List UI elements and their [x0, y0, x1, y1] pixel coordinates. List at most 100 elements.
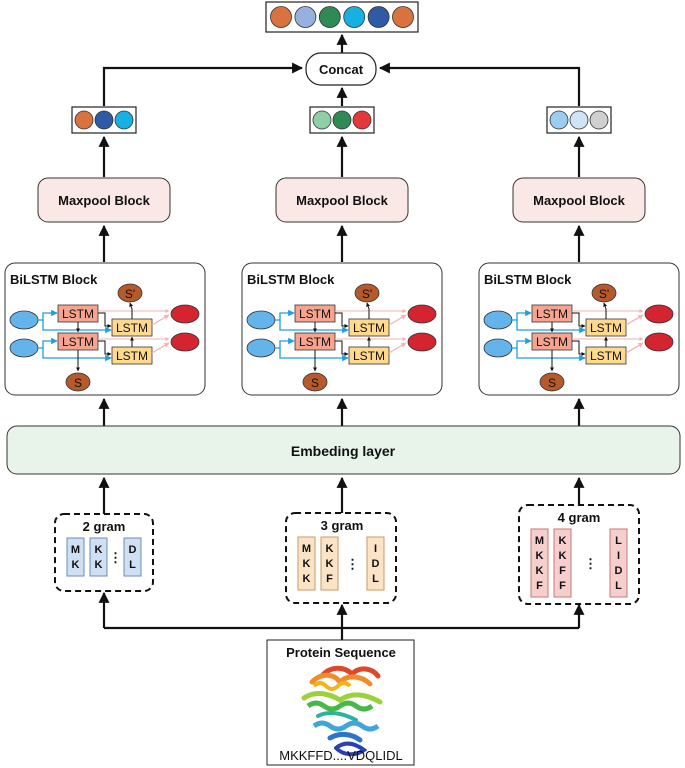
- lstm-label: LSTM: [299, 307, 331, 321]
- output-node: [407, 304, 437, 324]
- fwd-to-output-arrow: [151, 342, 170, 354]
- maxpool-block: [512, 177, 646, 223]
- pooled-vector-cell: [549, 110, 569, 130]
- lstm-label: LSTM: [536, 335, 568, 349]
- input-node: [483, 338, 513, 358]
- kmer-token: [366, 536, 385, 591]
- kmer-letter: L: [615, 535, 622, 547]
- kmer-ellipsis: ⋮: [346, 557, 359, 572]
- gram-label: 2 gram: [83, 519, 126, 534]
- pooled-vector-cell: [332, 110, 352, 130]
- lstm-label: LSTM: [62, 307, 94, 321]
- lstm-label: LSTM: [353, 349, 385, 363]
- bilstm-block: [4, 262, 206, 396]
- fwd-to-output-arrow: [625, 342, 644, 354]
- fwd-to-output-arrow: [388, 314, 407, 326]
- lstm-label: LSTM: [353, 321, 385, 335]
- maxpool-label: Maxpool Block: [533, 193, 626, 208]
- output-vector-cell: [392, 6, 414, 28]
- state-label-forward: S: [548, 376, 556, 390]
- kmer-letter: D: [615, 565, 623, 577]
- state-node-forward: [302, 372, 328, 392]
- pooled-vector-cell: [114, 110, 134, 130]
- kmer-ellipsis: ⋮: [584, 556, 597, 571]
- bilstm-label: BiLSTM Block: [484, 272, 572, 287]
- kmer-letter: F: [326, 573, 333, 585]
- kmer-letter: K: [95, 559, 103, 571]
- lstm-label: LSTM: [299, 335, 331, 349]
- input-to-back-lstm-arrow: [512, 309, 532, 321]
- branch1-to-concat-arrow: [102, 62, 304, 106]
- kmer-letter: K: [72, 559, 80, 571]
- pooled-vector-cell: [589, 110, 609, 130]
- input-to-fwd-lstm-arrow: [516, 348, 586, 362]
- input-to-fwd-lstm-arrow: [279, 320, 349, 334]
- state-node-forward: [539, 372, 565, 392]
- back-to-fwd-arrow: [572, 340, 586, 356]
- kmer-letter: K: [536, 565, 544, 577]
- input-to-fwd-lstm-arrow: [279, 348, 349, 362]
- lstm-label: LSTM: [62, 335, 94, 349]
- kmer-letter: I: [617, 550, 620, 562]
- lstm-label: LSTM: [590, 349, 622, 363]
- fwd-to-output-arrow: [625, 314, 644, 326]
- output-node: [644, 332, 674, 352]
- pooled-vector-cell: [94, 110, 114, 130]
- output-vector-cell: [270, 6, 292, 28]
- maxpool-block: [37, 177, 171, 223]
- kmer-token: [530, 528, 549, 598]
- kmer-letter: M: [535, 535, 544, 547]
- lstm-label: LSTM: [116, 349, 148, 363]
- kmer-letter: L: [615, 580, 622, 592]
- kmer-token: [553, 528, 572, 598]
- gram-label: 3 gram: [321, 518, 364, 533]
- state-node-backward: [117, 283, 143, 303]
- kmer-letter: K: [95, 544, 103, 556]
- kmer-letter: M: [71, 544, 80, 556]
- output-vector-cell: [294, 6, 317, 28]
- back-to-fwd-arrow: [98, 312, 112, 328]
- bilstm-label: BiLSTM Block: [10, 272, 98, 287]
- kmer-letter: F: [536, 580, 543, 592]
- input-node: [246, 338, 276, 358]
- concat-label: Concat: [319, 62, 364, 77]
- kmer-token: [320, 536, 339, 591]
- protein-structure-image: [301, 665, 383, 757]
- pooled-vector-cell: [74, 110, 94, 130]
- pooled-vector-cell: [312, 110, 332, 130]
- input-to-back-lstm-arrow: [38, 309, 58, 321]
- fwd-to-output-arrow: [388, 342, 407, 354]
- kmer-letter: K: [326, 558, 334, 570]
- back-to-fwd-arrow: [335, 340, 349, 356]
- kmer-letter: F: [559, 565, 566, 577]
- kmer-letter: I: [374, 543, 377, 555]
- fwd-to-sprime-arrow: [603, 302, 608, 319]
- kmer-letter: D: [129, 544, 137, 556]
- input-to-back-lstm-arrow: [275, 337, 295, 349]
- lstm-label: LSTM: [536, 307, 568, 321]
- input-node: [9, 338, 39, 358]
- state-label-backward: S': [599, 287, 609, 301]
- protein-title: Protein Sequence: [286, 645, 396, 660]
- kmer-letter: K: [559, 550, 567, 562]
- protein-sequence-text: MKKFFD....VDQLIDL: [279, 748, 403, 763]
- state-label-backward: S': [362, 287, 372, 301]
- maxpool-block: [275, 177, 409, 223]
- kmer-letter: M: [302, 543, 311, 555]
- lstm-label: LSTM: [590, 321, 622, 335]
- output-node: [407, 332, 437, 352]
- input-to-fwd-lstm-arrow: [42, 320, 112, 334]
- bilstm-block: [241, 262, 443, 396]
- kmer-ellipsis: ⋮: [109, 550, 122, 565]
- branch3-to-concat-arrow: [378, 62, 581, 106]
- bilstm-label: BiLSTM Block: [247, 272, 335, 287]
- input-to-back-lstm-arrow: [38, 337, 58, 349]
- output-node: [170, 304, 200, 324]
- gram-label: 4 gram: [558, 510, 601, 525]
- kmer-token: [66, 537, 85, 577]
- pooled-vector-cell: [569, 110, 589, 130]
- bilstm-block: [478, 262, 680, 396]
- maxpool-label: Maxpool Block: [58, 193, 151, 208]
